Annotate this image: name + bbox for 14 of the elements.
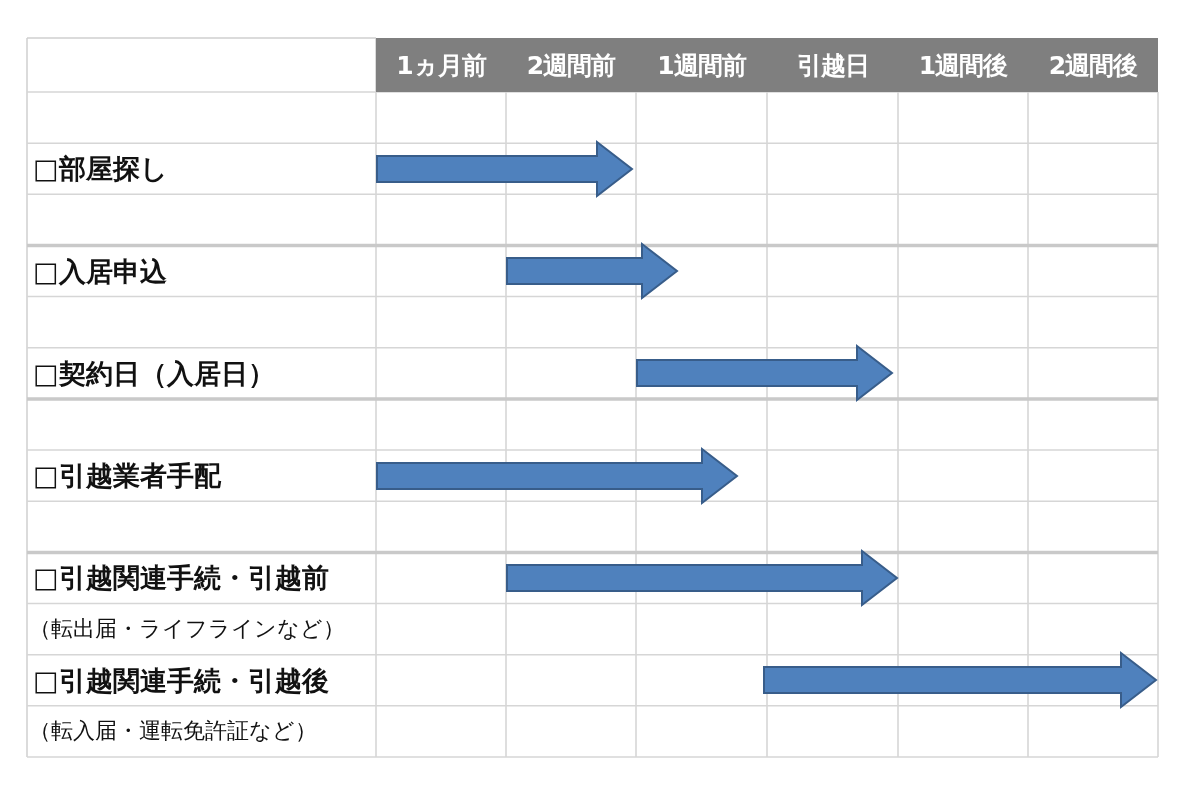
task-label: □引越関連手続・引越後	[33, 666, 329, 694]
column-header: 2週間後	[1028, 38, 1158, 92]
task-note: （転出届・ライフラインなど）	[29, 618, 345, 641]
column-header: 1ヵ月前	[376, 38, 506, 92]
column-header: 引越日	[767, 38, 898, 92]
task-label: □入居申込	[33, 257, 167, 285]
task-label: □引越関連手続・引越前	[33, 564, 329, 592]
task-label: □引越業者手配	[33, 462, 221, 490]
column-header: 1週間後	[898, 38, 1028, 92]
task-label: □契約日（入居日）	[33, 359, 275, 387]
task-note: （転入届・運転免許証など）	[29, 720, 317, 743]
task-label: □部屋探し	[33, 155, 168, 183]
column-header: 1週間前	[636, 38, 767, 92]
column-header: 2週間前	[506, 38, 636, 92]
